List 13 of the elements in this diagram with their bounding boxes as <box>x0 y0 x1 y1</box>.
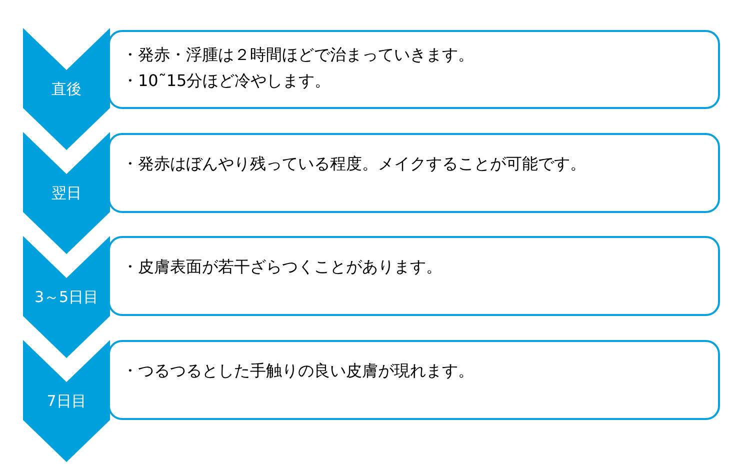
text-box <box>108 340 720 420</box>
step-label: 直後 <box>50 79 82 100</box>
bullet-text: ・発赤はぼんやり残っている程度。メイクすることが可能です。 <box>122 153 586 175</box>
bullet-text: ・発赤・浮腫は２時間ほどで治まっていきます。 <box>122 44 474 66</box>
step-label: 翌日 <box>50 183 82 204</box>
step-label: 3～5日目 <box>33 287 100 308</box>
step-label: 7日目 <box>46 391 88 412</box>
text-box <box>108 30 720 109</box>
bullet-text: ・皮膚表面が若干ざらつくことがあります。 <box>122 256 442 278</box>
text-box <box>108 133 720 213</box>
text-box <box>108 236 720 316</box>
bullet-text: ・10˜15分ほど冷やします。 <box>122 70 331 92</box>
bullet-text: ・つるつるとした手触りの良い皮膚が現れます。 <box>122 360 474 382</box>
